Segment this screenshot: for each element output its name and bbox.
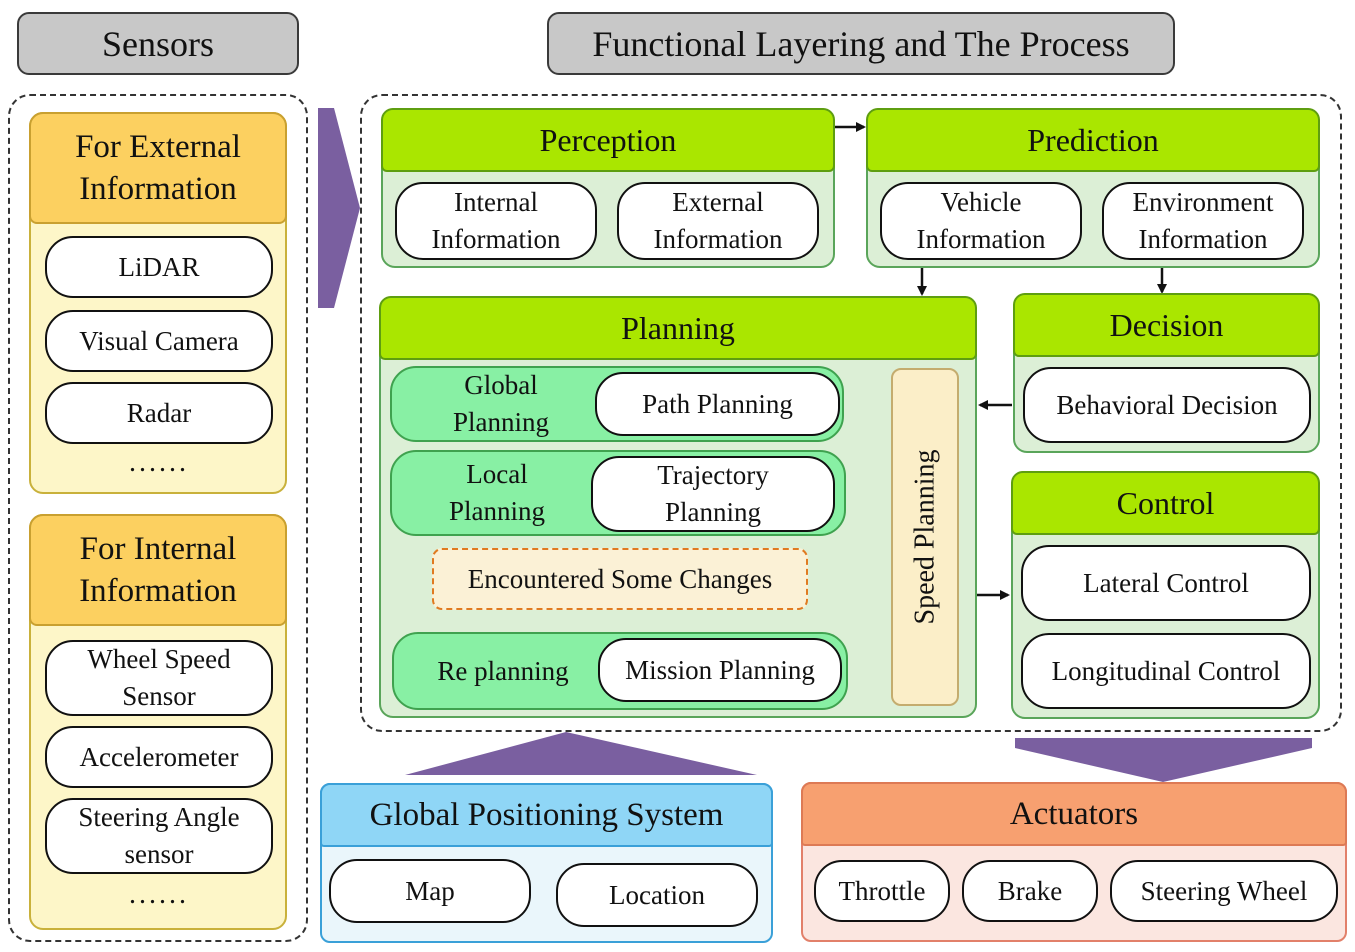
local-line2: Planning	[448, 496, 545, 526]
internal-more: ......	[129, 879, 189, 910]
external-title-line1: For External	[75, 129, 241, 165]
gps-panel: Global Positioning System Map Location	[320, 783, 773, 943]
perception-internal-info: Internal Information	[395, 182, 597, 260]
external-info-panel: For External Information LiDAR Visual Ca…	[29, 112, 287, 494]
external-info-title: For External Information	[29, 112, 287, 224]
encountered-changes-box: Encountered Some Changes	[432, 548, 808, 610]
local-line1: Local	[466, 459, 528, 489]
path-planning-box: Path Planning	[595, 372, 840, 436]
throttle-box: Throttle	[814, 860, 950, 922]
sensors-container	[8, 94, 308, 942]
global-planning-label: Global Planning	[396, 368, 606, 440]
mission-planning-box: Mission Planning	[598, 638, 842, 702]
internal-info-title: For Internal Information	[29, 514, 287, 626]
replanning-row: Re planning Mission Planning	[392, 632, 848, 710]
internal-info-panel: For Internal Information Wheel Speed Sen…	[29, 514, 287, 930]
decision-title: Decision	[1013, 293, 1320, 357]
perception-title: Perception	[381, 108, 835, 172]
speed-planning-label: Speed Planning	[909, 449, 940, 625]
traj-line2: Planning	[664, 497, 761, 527]
steering-angle-sensor-item: Steering Angle sensor	[45, 798, 273, 874]
prediction-title: Prediction	[866, 108, 1320, 172]
steering-line2: sensor	[124, 839, 194, 869]
global-line2: Planning	[452, 407, 549, 437]
wheel-speed-sensor-item: Wheel Speed Sensor	[45, 640, 273, 716]
planning-panel: Planning Global Planning Path Planning L…	[379, 296, 977, 718]
vehicle-info: Vehicle Information	[880, 182, 1082, 260]
env-line2: Information	[1138, 224, 1268, 254]
perception-panel: Perception Internal Information External…	[381, 108, 835, 268]
wheel-line1: Wheel Speed	[87, 644, 231, 674]
sensors-header: Sensors	[17, 12, 299, 75]
visual-camera-item: Visual Camera	[45, 310, 273, 372]
perception-external-info: External Information	[617, 182, 819, 260]
brake-box: Brake	[962, 860, 1098, 922]
gps-title: Global Positioning System	[320, 783, 773, 847]
actuators-title: Actuators	[801, 782, 1347, 846]
external-title-line2: Information	[79, 171, 237, 207]
wheel-line2: Sensor	[122, 681, 196, 711]
actuators-panel: Actuators Throttle Brake Steering Wheel	[801, 782, 1347, 942]
internal-title-line2: Information	[79, 573, 237, 609]
local-planning-label: Local Planning	[392, 452, 602, 534]
perception-internal-line1: Internal	[454, 187, 538, 217]
radar-item: Radar	[45, 382, 273, 444]
vehicle-line2: Information	[916, 224, 1046, 254]
global-line1: Global	[464, 370, 538, 400]
perception-internal-line2: Information	[431, 224, 561, 254]
behavioral-decision-box: Behavioral Decision	[1023, 367, 1311, 443]
control-panel: Control Lateral Control Longitudinal Con…	[1011, 471, 1320, 719]
functional-header: Functional Layering and The Process	[547, 12, 1175, 75]
external-more: ......	[129, 447, 189, 478]
speed-planning-box: Speed Planning	[891, 368, 959, 706]
map-box: Map	[329, 859, 531, 923]
traj-line1: Trajectory	[657, 460, 769, 490]
location-box: Location	[556, 863, 758, 927]
vehicle-line1: Vehicle	[940, 187, 1022, 217]
perception-external-line2: Information	[653, 224, 783, 254]
gps-up-arrow	[405, 732, 757, 775]
global-planning-row: Global Planning Path Planning	[390, 366, 844, 442]
steering-wheel-box: Steering Wheel	[1110, 860, 1338, 922]
steering-line1: Steering Angle	[78, 802, 240, 832]
lidar-item: LiDAR	[45, 236, 273, 298]
accelerometer-item: Accelerometer	[45, 726, 273, 788]
trajectory-planning-box: Trajectory Planning	[591, 456, 835, 532]
functional-container	[360, 94, 1342, 732]
decision-panel: Decision Behavioral Decision	[1013, 293, 1320, 453]
planning-title: Planning	[379, 296, 977, 360]
sensors-to-functional-arrow	[318, 108, 360, 308]
environment-info: Environment Information	[1102, 182, 1304, 260]
prediction-panel: Prediction Vehicle Information Environme…	[866, 108, 1320, 268]
actuators-down-arrow	[1015, 738, 1312, 782]
perception-external-line1: External	[672, 187, 764, 217]
control-title: Control	[1011, 471, 1320, 535]
lateral-control-box: Lateral Control	[1021, 545, 1311, 621]
local-planning-row: Local Planning Trajectory Planning	[390, 450, 846, 536]
longitudinal-control-box: Longitudinal Control	[1021, 633, 1311, 709]
env-line1: Environment	[1132, 187, 1274, 217]
replanning-label: Re planning	[437, 655, 569, 686]
internal-title-line1: For Internal	[79, 531, 237, 567]
